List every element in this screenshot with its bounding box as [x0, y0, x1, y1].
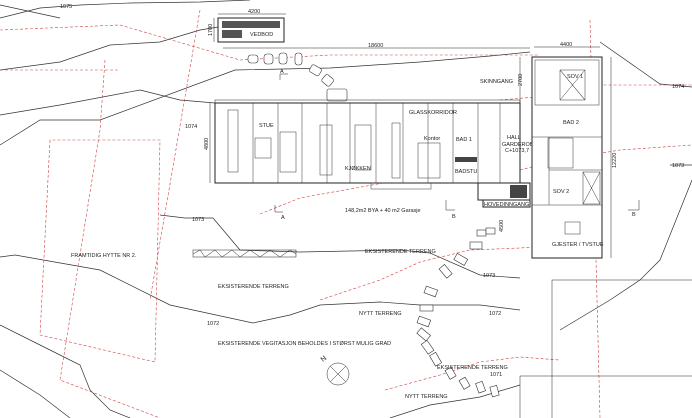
floor-level: C+1073,7	[505, 148, 529, 154]
contour-labels: 1075 1074 1074 1073 1073 1073 1072 1072 …	[60, 4, 684, 378]
section-marks: A A B B B	[274, 69, 640, 221]
room-sov1: SOV 1	[567, 74, 583, 80]
contour-1073-mid: 1073	[483, 273, 495, 279]
label-eksisterende-terreng-3: EKSISTERENDE TERRENG	[437, 365, 508, 371]
section-a-bottom: A	[281, 215, 285, 221]
section-b-right: B	[632, 212, 636, 218]
room-hovedinngang: HOVEDINNGANG	[484, 202, 529, 208]
retaining-wall	[192, 249, 297, 258]
room-garderobe: GARDEROBE	[502, 142, 537, 148]
contour-1072-left: 1072	[207, 321, 219, 327]
vedbod-label: VEDBOD	[250, 32, 273, 38]
section-a-top: A	[280, 69, 284, 75]
north-label: N	[320, 355, 328, 364]
dimension-wing-width: 4400	[560, 42, 572, 48]
site-labels: FRAMTIDIG HYTTE NR 2. EKSISTERENDE TERRE…	[71, 249, 508, 400]
room-badstu: BADSTU	[455, 169, 477, 175]
dimension-total-length: 18600	[368, 43, 383, 49]
dimension-vedbod-width: 4200	[248, 9, 260, 15]
dimension-skinngang: 2700	[518, 74, 524, 86]
label-framtidig-hytte: FRAMTIDIG HYTTE NR 2.	[71, 253, 137, 259]
room-gjester-tvstue: GJESTER / TVSTUE	[552, 242, 604, 248]
contour-1074-left: 1074	[185, 124, 197, 130]
room-glasskorridor: GLASSKORRIDOR	[409, 110, 457, 116]
room-kontor: Kontor	[424, 136, 440, 142]
room-sov2: SOV 2	[553, 189, 569, 195]
vedbod: VEDBOD 4200 1700	[208, 9, 286, 43]
label-eksisterende-terreng-2: EKSISTERENDE TERRENG	[218, 284, 289, 290]
contour-1073-left: 1073	[192, 217, 204, 223]
room-bad1: BAD 1	[456, 137, 472, 143]
neighbour-building	[519, 279, 692, 418]
main-house: STUE GLASSKORRIDOR Kontor BAD 1 HALL GAR…	[214, 79, 537, 208]
room-stue: STUE	[259, 123, 274, 129]
dimension-wing-length: 12220	[612, 153, 618, 168]
area-note: 148,2m2 BYA + 40 m2 Garasje	[345, 208, 421, 214]
contour-1073-right: 1073	[672, 163, 684, 169]
dimension-house-depth: 4800	[204, 138, 210, 150]
dimension-vedbod-depth: 1700	[208, 24, 214, 36]
north-arrow-icon: N	[320, 355, 350, 386]
contour-1075: 1075	[60, 4, 72, 10]
dimension-hovedinngang: 4500	[499, 220, 505, 232]
contour-1074-right: 1074	[672, 84, 684, 90]
contour-1071: 1071	[490, 372, 502, 378]
label-eksisterende-terreng-1: EKSISTERENDE TERRENG	[365, 249, 436, 255]
room-bad2: BAD 2	[563, 120, 579, 126]
room-hall: HALL	[507, 135, 521, 141]
room-kjokken: KJØKKEN	[345, 166, 371, 172]
bedroom-wing: SOV 1 BAD 2 SOV 2 GJESTER / TVSTUE	[531, 56, 604, 259]
contour-1072-mid: 1072	[489, 311, 501, 317]
stone-path	[247, 52, 500, 398]
dimensions: 18600 4400 2700 4800 12220 4500	[204, 42, 618, 258]
label-nytt-terreng-1: NYTT TERRENG	[359, 311, 402, 317]
room-skinngang: SKINNGANG	[480, 79, 513, 85]
label-vegetasjon: EKSISTERENDE VEGITASJON BEHOLDES I STØRS…	[218, 341, 391, 347]
section-b-bottom: B	[452, 214, 456, 220]
label-nytt-terreng-2: NYTT TERRENG	[405, 394, 448, 400]
